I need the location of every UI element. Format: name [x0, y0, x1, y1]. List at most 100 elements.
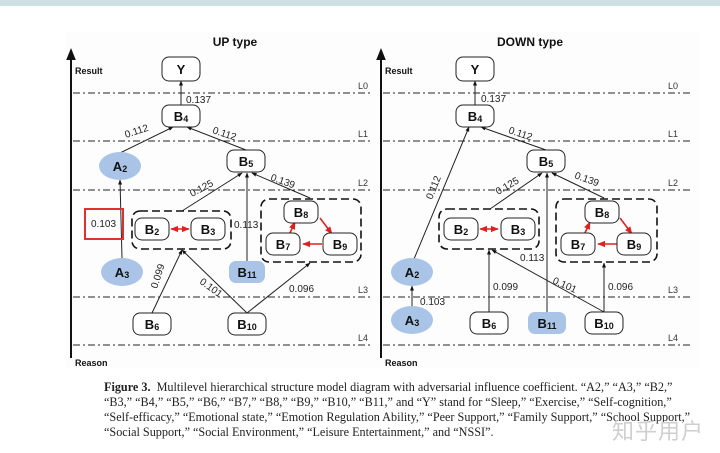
node-b3: B3	[190, 217, 226, 241]
node-a3: A3	[391, 306, 433, 334]
node-b5-box	[526, 149, 566, 173]
node-b8-box	[584, 200, 620, 224]
arrow-a2-b4	[119, 126, 174, 154]
arrow-g23-b5	[181, 172, 243, 212]
node-b8: B8	[584, 200, 620, 224]
coef-b10-g789: 0.096	[289, 284, 314, 295]
node-b7: B7	[560, 232, 596, 256]
level-label-l0: L0	[358, 81, 368, 91]
arrow-b10-g23	[491, 249, 605, 313]
node-b10-box	[227, 312, 267, 336]
node-b6-box	[132, 312, 172, 336]
coef-a3-a2: 0.103	[420, 297, 445, 308]
coef-b4-y: 0.137	[186, 95, 211, 106]
node-b9: B9	[616, 232, 652, 256]
group-b2-b3	[438, 208, 540, 250]
node-a3: A3	[101, 258, 143, 286]
level-label-l3: L3	[668, 285, 678, 295]
node-b5: B5	[526, 149, 566, 173]
node-y-box	[161, 56, 201, 82]
arrow-a2-b4	[413, 126, 470, 260]
level-label-l2: L2	[668, 178, 678, 188]
axis-label-reason: Reason	[385, 358, 418, 368]
node-b6: B6	[469, 311, 509, 335]
coef-b4-y: 0.137	[481, 94, 506, 105]
node-b2-box	[134, 217, 170, 241]
arrow-b5-b4	[480, 126, 547, 151]
caption-text: Multilevel hierarchical structure model …	[104, 380, 691, 439]
level-label-l3: L3	[358, 285, 368, 295]
watermark: 知乎用户	[612, 420, 705, 445]
node-b11: B11	[528, 312, 566, 334]
axis-label-result: Result	[385, 66, 413, 76]
node-b4: B4	[455, 104, 495, 128]
axis-label-reason: Reason	[75, 358, 108, 368]
axis-label-result: Result	[75, 66, 103, 76]
node-b2: B2	[134, 217, 170, 241]
coef-b11-b5: 0.113	[234, 220, 259, 231]
node-b8-box	[283, 200, 319, 224]
node-b6: B6	[132, 312, 172, 336]
highlight-box-0103	[84, 208, 124, 240]
figure-caption: Figure 3. Multilevel hierarchical struct…	[104, 380, 694, 440]
node-b3: B3	[500, 217, 536, 241]
coef-b11-b5: 0.113	[520, 253, 545, 264]
arrow-g23-b5	[489, 172, 543, 210]
level-label-l0: L0	[668, 81, 678, 91]
coef-b6-g23: 0.099	[493, 282, 518, 293]
level-label-l4: L4	[358, 333, 368, 343]
node-b10-box	[584, 311, 624, 335]
node-a2: A2	[99, 152, 141, 180]
node-b7: B7	[265, 232, 301, 256]
node-y: Y	[455, 56, 495, 82]
arrow-b10-g789	[246, 262, 311, 314]
node-b5-box	[226, 149, 266, 173]
node-a2: A2	[391, 258, 433, 286]
node-b5: B5	[226, 149, 266, 173]
node-b10: B10	[584, 311, 624, 335]
level-label-l2: L2	[358, 178, 368, 188]
node-b2-box	[443, 217, 479, 241]
arrow-b10-g23	[181, 249, 248, 314]
node-b2: B2	[443, 217, 479, 241]
group-b7-b8-b9	[260, 198, 362, 263]
node-a3-ellipse	[101, 258, 143, 286]
node-a3-ellipse	[391, 306, 433, 334]
level-label-l4: L4	[668, 333, 678, 343]
node-a2-ellipse	[391, 258, 433, 286]
node-y: Y	[161, 56, 201, 82]
node-b3-box	[500, 217, 536, 241]
node-b8: B8	[283, 200, 319, 224]
node-y-box	[455, 56, 495, 82]
arrow-g789-b5	[251, 172, 311, 199]
coef-a3-a2: 0.103	[91, 219, 116, 230]
node-b9-box	[322, 232, 358, 256]
node-y-label: Y	[471, 62, 480, 77]
node-b11: B11	[229, 261, 265, 283]
node-b7-box	[560, 232, 596, 256]
group-b7-b8-b9	[555, 198, 658, 263]
node-b6-box	[469, 311, 509, 335]
caption-label: Figure 3.	[104, 380, 151, 394]
arrow-b6-g23	[151, 249, 183, 314]
node-b11-box	[229, 261, 265, 283]
node-b4-box	[455, 104, 495, 128]
coef-b10-g789: 0.096	[608, 282, 633, 293]
node-b9: B9	[322, 232, 358, 256]
level-label-l1: L1	[668, 129, 678, 139]
group-b2-b3	[131, 210, 232, 250]
panel-title: DOWN type	[497, 35, 563, 49]
top-bar	[0, 0, 720, 6]
node-b11-box	[528, 312, 566, 334]
node-b10: B10	[227, 312, 267, 336]
level-label-l1: L1	[358, 129, 368, 139]
panel-title: UP type	[213, 35, 258, 49]
node-b3-box	[190, 217, 226, 241]
node-b4-box	[161, 104, 201, 128]
arrow-b8-b9	[619, 217, 633, 235]
node-b7-box	[265, 232, 301, 256]
arrow-g789-b5	[551, 172, 605, 199]
